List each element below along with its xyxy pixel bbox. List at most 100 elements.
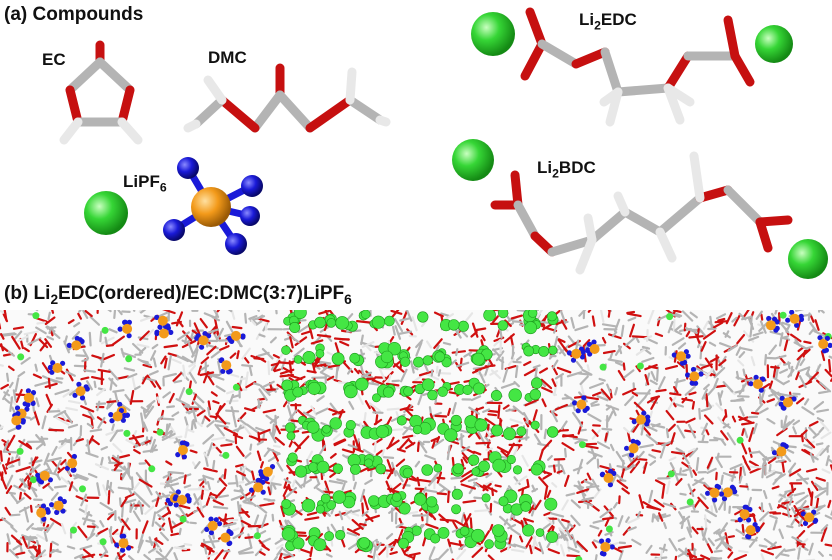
md-li-ion xyxy=(535,528,545,537)
md-pf6-anion xyxy=(154,324,174,339)
md-bond xyxy=(471,322,479,338)
md-bond xyxy=(217,360,222,376)
md-bond xyxy=(475,441,491,445)
md-li-ion xyxy=(32,312,40,320)
md-bond xyxy=(276,461,284,472)
md-bond xyxy=(566,554,581,558)
md-bond xyxy=(226,399,239,403)
md-bond xyxy=(758,544,768,548)
md-bond xyxy=(192,399,205,411)
md-bond xyxy=(138,496,151,508)
md-bond xyxy=(428,477,437,487)
md-bond xyxy=(624,395,635,407)
md-bond xyxy=(554,372,565,380)
md-pf6-anion xyxy=(745,522,761,540)
md-bond xyxy=(604,518,610,527)
md-bond xyxy=(27,479,30,488)
md-bond xyxy=(239,484,244,492)
md-bond xyxy=(614,345,623,356)
md-bond xyxy=(741,428,745,437)
md-bond xyxy=(665,409,675,421)
md-bond xyxy=(474,365,490,372)
md-bond xyxy=(687,423,697,439)
md-pf6-anion xyxy=(11,411,26,430)
md-li-ion xyxy=(462,384,473,395)
md-bond xyxy=(269,415,280,424)
md-li-ion xyxy=(16,447,24,455)
md-pf6-anion xyxy=(49,496,67,515)
md-bond xyxy=(749,467,762,474)
md-bond xyxy=(115,375,130,380)
md-li-ion xyxy=(148,465,156,473)
md-bond xyxy=(140,315,153,322)
md-bond xyxy=(735,528,745,536)
md-bond xyxy=(49,517,63,527)
md-bond xyxy=(232,413,237,428)
md-bond xyxy=(680,515,686,530)
md-bond xyxy=(713,528,721,535)
md-bond xyxy=(269,336,277,344)
md-li-ion xyxy=(779,311,787,319)
md-bond xyxy=(204,415,211,422)
md-bond xyxy=(627,316,637,322)
md-bond xyxy=(828,355,832,359)
md-bond xyxy=(786,525,794,529)
md-bond xyxy=(418,370,434,377)
md-bond xyxy=(348,542,359,550)
md-bond xyxy=(582,339,591,348)
md-bond xyxy=(382,456,395,459)
md-li-ion xyxy=(437,526,450,539)
md-bond xyxy=(642,461,648,474)
md-bond xyxy=(399,317,411,322)
md-bond xyxy=(438,488,446,494)
md-bond xyxy=(518,535,524,543)
md-li-ion xyxy=(434,351,446,363)
md-bond xyxy=(477,369,486,384)
md-bond xyxy=(490,369,502,380)
label-ec: EC xyxy=(42,50,66,69)
md-bond xyxy=(41,415,47,430)
md-bond xyxy=(485,447,494,451)
li2bdc-molecule xyxy=(452,139,828,279)
md-li-ion xyxy=(736,436,744,444)
md-bond xyxy=(531,487,539,493)
md-bond xyxy=(674,555,678,560)
md-bond xyxy=(329,452,337,459)
md-bond xyxy=(768,463,772,472)
md-bond xyxy=(202,474,208,485)
md-bond xyxy=(793,341,808,351)
md-li-ion xyxy=(326,318,337,328)
md-bond xyxy=(12,389,17,402)
md-bond xyxy=(256,504,268,514)
md-bond xyxy=(275,425,282,435)
md-pf6-anion xyxy=(22,388,37,408)
md-bond xyxy=(188,362,196,368)
md-bond xyxy=(116,454,131,459)
md-bond xyxy=(336,478,348,483)
md-bond xyxy=(373,418,383,426)
md-bond xyxy=(97,368,111,373)
md-bond xyxy=(36,533,47,541)
md-li-ion xyxy=(528,310,538,318)
md-bond xyxy=(467,477,478,483)
md-bond xyxy=(209,495,217,501)
md-bond xyxy=(676,424,686,439)
md-bond xyxy=(23,330,39,336)
md-bond xyxy=(87,435,94,446)
md-bond xyxy=(700,340,707,352)
md-bond xyxy=(244,535,255,539)
md-bond xyxy=(237,546,253,554)
md-bond xyxy=(687,549,694,559)
md-bond xyxy=(254,548,263,557)
md-bond xyxy=(214,423,225,437)
md-bond xyxy=(622,426,631,434)
md-bond xyxy=(87,409,95,420)
md-li-ion xyxy=(293,355,303,364)
md-bond xyxy=(586,472,592,481)
md-bond xyxy=(271,513,275,522)
md-li-ion xyxy=(17,353,25,361)
md-bond xyxy=(106,512,115,521)
md-li-ion xyxy=(472,382,485,395)
md-bond xyxy=(759,320,767,334)
md-bond xyxy=(0,333,5,340)
